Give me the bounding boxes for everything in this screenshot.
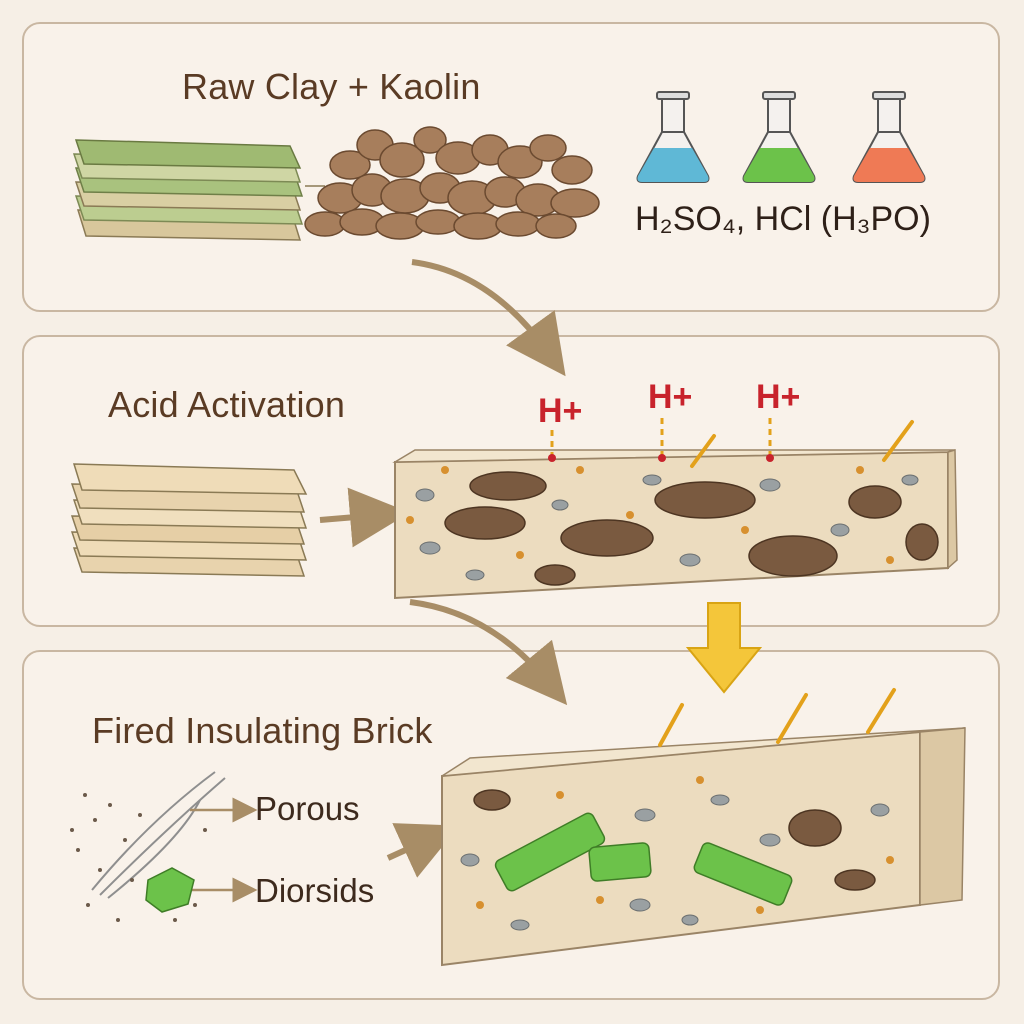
- label-porous: Porous: [255, 790, 360, 827]
- title-acid-activation: Acid Activation: [108, 384, 346, 425]
- label-diorsids: Diorsids: [255, 872, 375, 909]
- hydrogen-ion-label: H+: [648, 378, 693, 416]
- flask-blue-icon: [636, 91, 710, 183]
- hydrogen-ion-label: H+: [538, 392, 583, 430]
- ion-drop-lines: [550, 418, 772, 455]
- arrow-acid-to-fired: [409, 599, 568, 706]
- clay-sheets-stack: [72, 139, 325, 241]
- arrow-to-fired-brick: [386, 823, 460, 878]
- title-raw-clay: Raw Clay + Kaolin: [182, 66, 481, 107]
- fired-spark-icons: [658, 688, 896, 747]
- activated-clay-sheets: [70, 463, 308, 577]
- fired-brick-block: [441, 727, 966, 967]
- acid-formula-label: H₂SO₄, HCl (H₃PO): [635, 200, 931, 238]
- hydrogen-ion-label: H+: [756, 378, 801, 416]
- clay-lumps-pile: [304, 126, 600, 240]
- spark-icons: [690, 420, 914, 468]
- flask-green-icon: [742, 91, 816, 183]
- green-crystal-icon: [145, 867, 195, 913]
- flask-orange-icon: [852, 91, 926, 183]
- title-fired-brick: Fired Insulating Brick: [92, 710, 433, 751]
- yellow-down-arrow: [685, 602, 763, 694]
- activated-porous-block: [392, 449, 958, 600]
- arrow-sheets-to-block: [319, 487, 410, 548]
- arrow-raw-to-acid: [411, 259, 566, 377]
- ion-drop-dots: [548, 454, 774, 462]
